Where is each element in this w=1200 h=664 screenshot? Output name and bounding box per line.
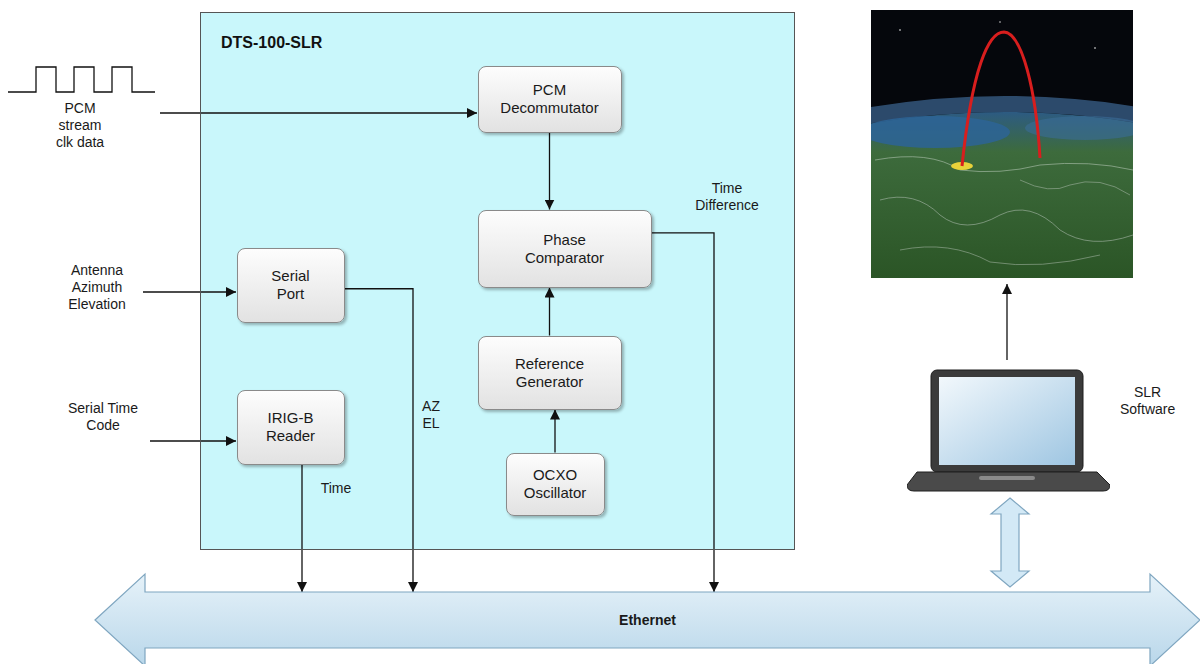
laptop-picture xyxy=(907,368,1110,492)
node-text: Ethernet xyxy=(619,611,676,629)
laptop-screen xyxy=(939,377,1075,465)
node-text: Phase Comparator xyxy=(525,231,604,267)
input-arrow xyxy=(160,112,477,113)
process-box: PCM Decommutator xyxy=(478,66,622,133)
node-text: OCXO Oscillator xyxy=(524,466,587,502)
signal-connector xyxy=(554,410,555,453)
coast-line xyxy=(875,157,1133,172)
river xyxy=(880,197,1133,241)
star xyxy=(899,29,901,31)
signal-connector xyxy=(345,289,414,592)
input-label: PCM stream clk data xyxy=(51,100,109,151)
node-text: DTS-100-SLR xyxy=(221,33,322,52)
square-wave xyxy=(8,67,155,92)
signal-connector xyxy=(652,233,715,592)
ocean xyxy=(871,116,1010,148)
signal-connector xyxy=(549,133,550,210)
globe-picture xyxy=(871,10,1133,278)
process-box: IRIG-B Reader xyxy=(237,390,345,465)
process-box: Serial Port xyxy=(237,248,345,323)
display-arrow xyxy=(1006,284,1007,360)
atmosphere-glow xyxy=(871,104,1133,278)
river xyxy=(900,247,1100,265)
signal-label: AZ EL xyxy=(418,398,444,432)
bus-arrow-shape xyxy=(95,574,1200,664)
node-text: SLR Software xyxy=(1120,384,1175,418)
river xyxy=(1020,180,1130,195)
laptop-base xyxy=(907,472,1110,491)
laptop-node: SLR Software xyxy=(907,368,1110,492)
node-text: Reference Generator xyxy=(515,355,584,391)
star xyxy=(999,21,1000,22)
signal-connector xyxy=(301,465,302,593)
star xyxy=(1094,47,1096,49)
input-arrow xyxy=(150,440,236,441)
node-text: IRIG-B Reader xyxy=(266,409,315,445)
node-text: PCM Decommutator xyxy=(500,81,598,117)
network-bus: Ethernet xyxy=(95,592,1200,648)
process-box: OCXO Oscillator xyxy=(506,453,605,516)
input-label: Antenna Azimuth Elevation xyxy=(62,262,132,313)
process-box: Phase Comparator xyxy=(478,210,652,288)
signal-label: Time Difference xyxy=(687,180,767,214)
ocean xyxy=(1025,116,1133,140)
signal-label: Time xyxy=(316,480,356,497)
housing-fill xyxy=(200,12,795,550)
laptop-lid xyxy=(931,370,1083,472)
input-arrow xyxy=(143,291,236,292)
link-arrow xyxy=(991,498,1029,587)
trajectory xyxy=(962,32,1040,166)
laptop-touchpad xyxy=(979,476,1035,480)
earth-surface xyxy=(871,112,1133,278)
signal-connector xyxy=(549,288,550,336)
node-text: Serial Port xyxy=(271,267,309,303)
process-box: Reference Generator xyxy=(478,336,622,410)
device-housing: DTS-100-SLR PCM DecommutatorPhase Compara… xyxy=(200,12,795,550)
input-label: Serial Time Code xyxy=(68,400,139,434)
